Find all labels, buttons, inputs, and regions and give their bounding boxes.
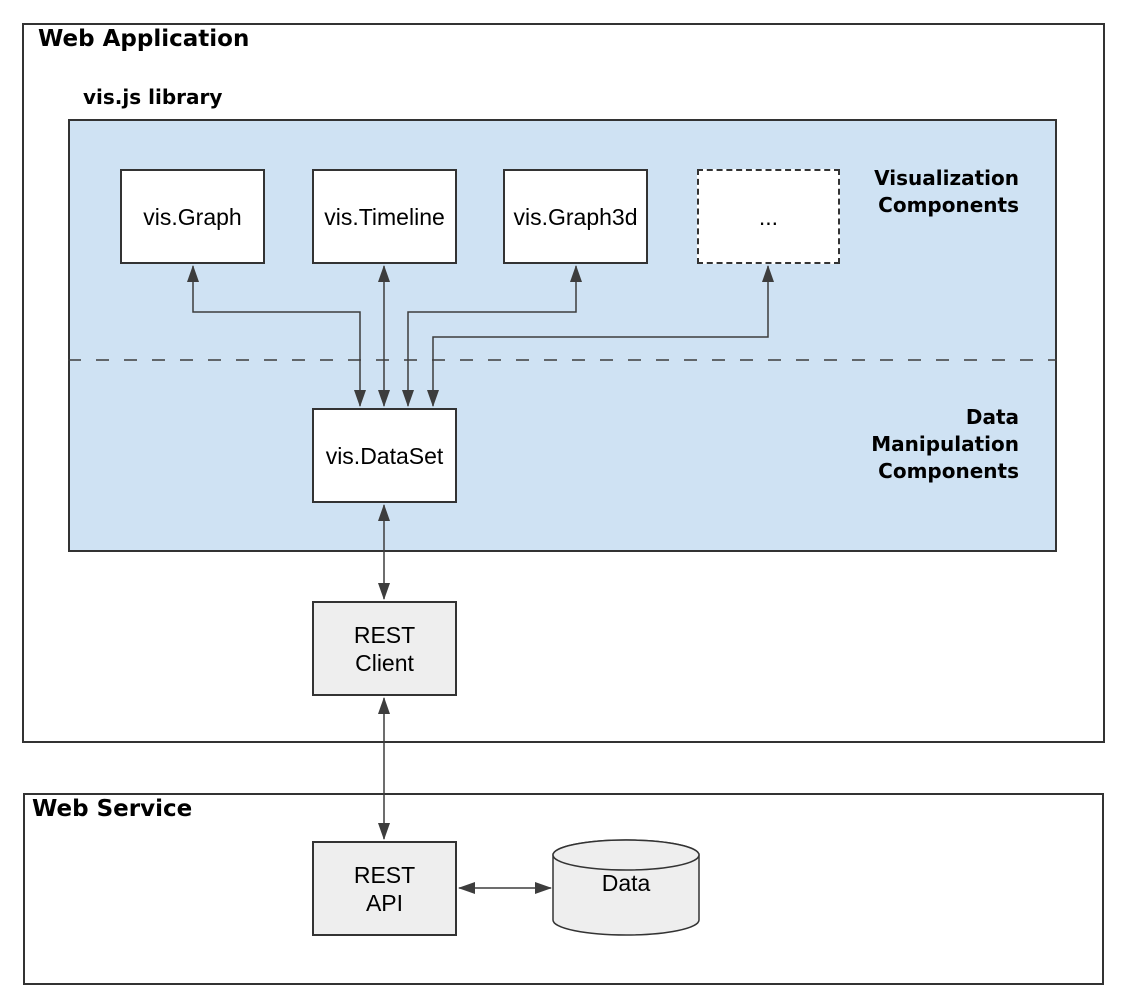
data-store-label: Data <box>601 870 651 896</box>
node-more-components: ... <box>697 169 840 264</box>
data-manipulation-components-label: Data Manipulation Components <box>871 405 1019 483</box>
cylinder-icon <box>552 839 700 936</box>
node-rest-client: REST Client <box>312 601 457 696</box>
web-application-frame <box>22 23 1105 743</box>
node-rest-api: REST API <box>312 841 457 936</box>
visualization-components-label: Visualization Components <box>874 166 1019 217</box>
node-vis-graph3d: vis.Graph3d <box>503 169 648 264</box>
node-vis-timeline: vis.Timeline <box>312 169 457 264</box>
web-service-title: Web Service <box>32 796 193 822</box>
visjs-library-title: vis.js library <box>83 85 223 109</box>
node-vis-dataset: vis.DataSet <box>312 408 457 503</box>
connector-more-dataset <box>427 265 774 407</box>
node-vis-graph: vis.Graph <box>120 169 265 264</box>
web-application-title: Web Application <box>38 26 250 52</box>
web-service-frame <box>23 793 1104 985</box>
connector-graph-dataset <box>187 265 366 407</box>
data-store-cylinder: Data <box>552 839 700 936</box>
